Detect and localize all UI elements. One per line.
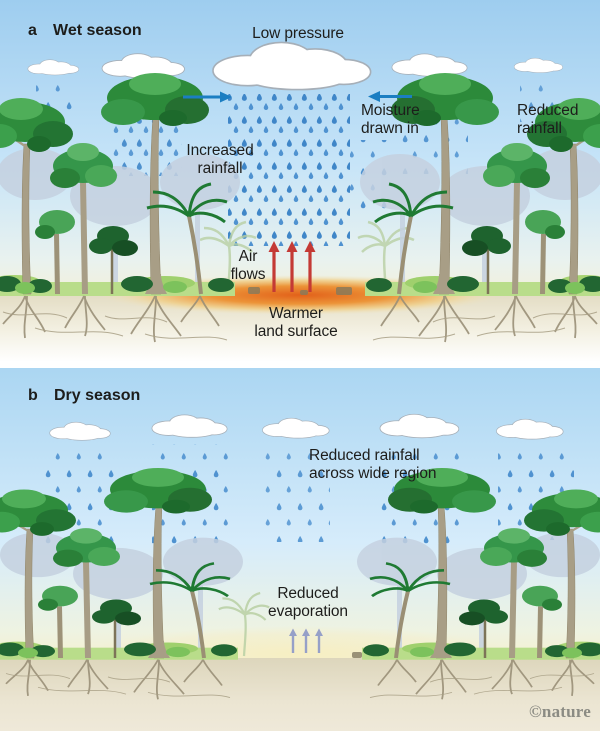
label-warmer-land-surface: Warmer land surface <box>254 305 338 340</box>
wet-season-artwork <box>0 0 600 362</box>
moisture-arrow-left-icon <box>368 91 412 102</box>
nature-credit: ©nature <box>529 702 591 721</box>
label-increased-rainfall: Increased rainfall <box>186 142 254 177</box>
label-reduced-rainfall-region: Reduced rainfall across wide region <box>309 447 437 482</box>
panel-wet-season: a Wet season Low pressure Increased rain… <box>0 0 600 362</box>
label-reduced-evaporation: Reduced evaporation <box>268 585 348 620</box>
panel-b-letter: b <box>28 387 38 404</box>
evaporation-up-arrows-icon <box>289 628 323 653</box>
soil-b <box>0 658 600 731</box>
air-flow-up-arrows-icon <box>268 241 316 292</box>
panel-dry-season: b Dry season Reduced rainfall across wid… <box>0 368 600 731</box>
label-low-pressure: Low pressure <box>252 25 344 42</box>
panel-b-title: Dry season <box>54 387 141 404</box>
label-moisture-drawn-in: Moisture drawn in <box>361 102 420 137</box>
panel-a-title: Wet season <box>53 22 142 39</box>
dry-season-artwork <box>0 368 600 731</box>
label-reduced-rainfall: Reduced rainfall <box>517 102 579 137</box>
label-air-flows: Air flows <box>230 248 266 283</box>
heavy-rain-band <box>228 94 350 246</box>
panel-a-letter: a <box>28 22 37 39</box>
moisture-arrow-right-icon <box>183 91 232 103</box>
